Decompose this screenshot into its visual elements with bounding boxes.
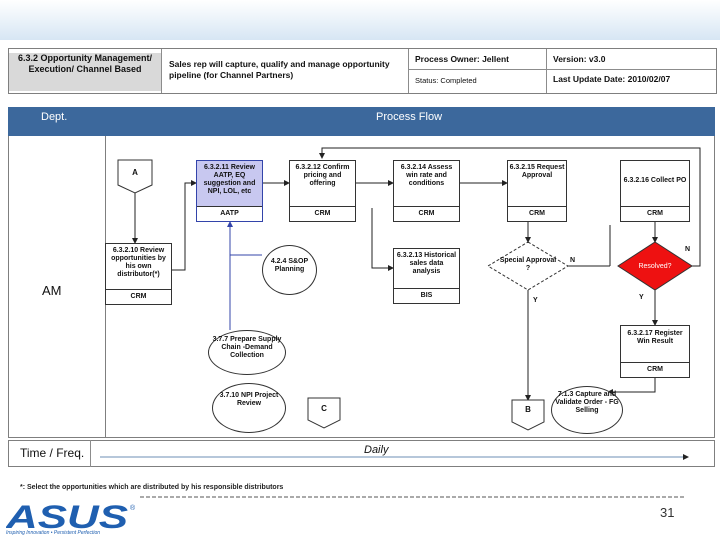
asus-logo-text: ASUS: [6, 500, 129, 535]
connector-c-label: C: [321, 404, 327, 413]
external-3-7-10-npi-review: 3.7.10 NPI Project Review: [212, 383, 286, 433]
step-6-3-2-11: 6.3.2.11 Review AATP, EQ suggestion and …: [196, 160, 263, 222]
page-number: 31: [660, 505, 675, 520]
resolved-yes-label: Y: [639, 294, 644, 301]
footnote: *: Select the opportunities which are di…: [20, 484, 284, 491]
step-6-3-2-12: 6.3.2.12 Confirm pricing and offering CR…: [289, 160, 356, 222]
special-approval-diamond: [487, 241, 569, 291]
special-approval-label: Special Approval ?: [499, 257, 557, 272]
resolved-diamond: [617, 241, 693, 291]
lane-label-am: AM: [42, 283, 62, 298]
last-update-date: Last Update Date: 2010/02/07: [553, 74, 671, 84]
step-6-3-2-14: 6.3.2.14 Assess win rate and conditions …: [393, 160, 460, 222]
column-header-bar: Dept. Process Flow: [8, 107, 715, 136]
step-6-3-2-15: 6.3.2.15 Request Approval CRM: [507, 160, 567, 222]
process-flow-column-header: Process Flow: [376, 111, 443, 123]
special-no-label: N: [570, 257, 576, 264]
step-6-3-2-13: 6.3.2.13 Historical sales data analysis …: [393, 248, 460, 304]
lane-label-time-freq: Time / Freq.: [20, 446, 85, 460]
header-table: 6.3.2 Opportunity Management/ Execution/…: [8, 48, 717, 94]
am-swimlane: [8, 136, 715, 438]
logo-tagline: Inspiring Innovation • Persistent Perfec…: [6, 530, 101, 536]
resolved-label: Resolved?: [638, 263, 672, 270]
external-3-7-7-supply-chain: 3.7.7 Prepare Supply Chain -Demand Colle…: [208, 330, 286, 375]
version: Version: v3.0: [553, 54, 606, 64]
process-description: Sales rep will capture, qualify and mana…: [169, 59, 390, 80]
asus-logo: ASUS ®: [6, 500, 136, 535]
process-owner: Process Owner: Jellent: [415, 54, 510, 64]
dept-column-header: Dept.: [41, 111, 68, 123]
step-6-3-2-17: 6.3.2.17 Register Win Result CRM: [620, 325, 690, 378]
connector-a-shape: [117, 159, 153, 194]
section-title: 6.3.2 Opportunity Management/ Execution/…: [9, 53, 161, 91]
step-6-3-2-10: 6.3.2.10 Review opportunities by his own…: [105, 243, 172, 305]
connector-b-shape: [511, 399, 545, 431]
connector-a-label: A: [132, 168, 138, 177]
special-yes-label: Y: [533, 297, 538, 304]
connector-c-shape: [307, 397, 341, 429]
top-gradient-band: [0, 0, 720, 40]
status: Status: Completed: [415, 76, 477, 85]
step-6-3-2-16: 6.3.2.16 Collect PO CRM: [620, 160, 690, 222]
frequency-daily: Daily: [364, 444, 389, 456]
time-frequency-row: [8, 440, 715, 467]
external-4-2-4-snop-planning: 4.2.4 S&OP Planning: [262, 245, 317, 295]
connector-b-label: B: [525, 405, 531, 414]
resolved-no-label: N: [685, 246, 691, 253]
svg-text:®: ®: [130, 504, 136, 512]
external-7-1-3-capture-order: 7.1.3 Capture and Validate Order - FG Se…: [551, 386, 623, 434]
